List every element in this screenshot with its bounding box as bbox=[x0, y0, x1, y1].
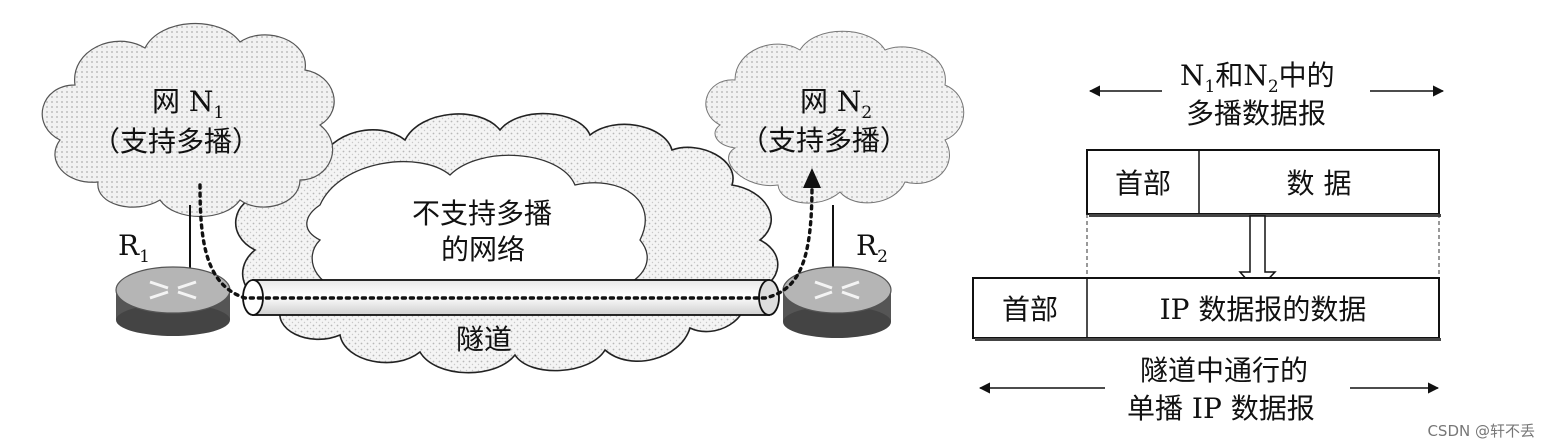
net2-note: （支持多播） bbox=[740, 124, 909, 157]
router1-name: R bbox=[118, 229, 140, 262]
middle-net-line1: 不支持多播 bbox=[412, 197, 553, 230]
net2-name: 网 N bbox=[800, 85, 862, 118]
n2-cloud bbox=[705, 30, 965, 204]
net1-label: 网 N1 bbox=[152, 88, 224, 122]
unicast-header-cell: 首部 bbox=[1001, 293, 1058, 326]
unicast-packet-box bbox=[972, 277, 1440, 339]
unicast-caption-line2: 单播 IP 数据报 bbox=[1127, 392, 1315, 425]
router1-label: R1 bbox=[118, 232, 150, 266]
router-r2 bbox=[782, 266, 892, 338]
multicast-caption-line2: 多播数据报 bbox=[1186, 97, 1327, 130]
multicast-caption-line1: N1和N2中的 bbox=[1180, 59, 1335, 97]
router1-sub: 1 bbox=[139, 247, 150, 267]
router2-name: R bbox=[856, 229, 878, 262]
multicast-data-cell: 数 据 bbox=[1286, 167, 1352, 200]
net1-note: （支持多播） bbox=[92, 125, 261, 158]
watermark: CSDN @轩不丢 bbox=[1427, 422, 1535, 440]
multicast-header-cell: 首部 bbox=[1114, 167, 1171, 200]
net1-name: 网 N bbox=[152, 85, 214, 118]
router-r1 bbox=[115, 266, 231, 336]
tunnel-label: 隧道 bbox=[456, 323, 513, 356]
multicast-packet-box bbox=[1086, 149, 1440, 215]
unicast-data-cell: IP 数据报的数据 bbox=[1159, 293, 1367, 326]
router2-sub: 2 bbox=[877, 247, 888, 267]
dotted-arrow-head bbox=[803, 168, 821, 188]
net1-sub: 1 bbox=[213, 103, 225, 123]
router2-label: R2 bbox=[856, 232, 888, 266]
net2-label: 网 N2 bbox=[800, 88, 872, 122]
middle-net-line2: 的网络 bbox=[441, 233, 526, 266]
n1-cloud bbox=[41, 23, 335, 217]
net2-sub: 2 bbox=[861, 103, 873, 123]
dotted-path bbox=[198, 183, 814, 300]
unicast-caption-line1: 隧道中通行的 bbox=[1140, 354, 1309, 387]
